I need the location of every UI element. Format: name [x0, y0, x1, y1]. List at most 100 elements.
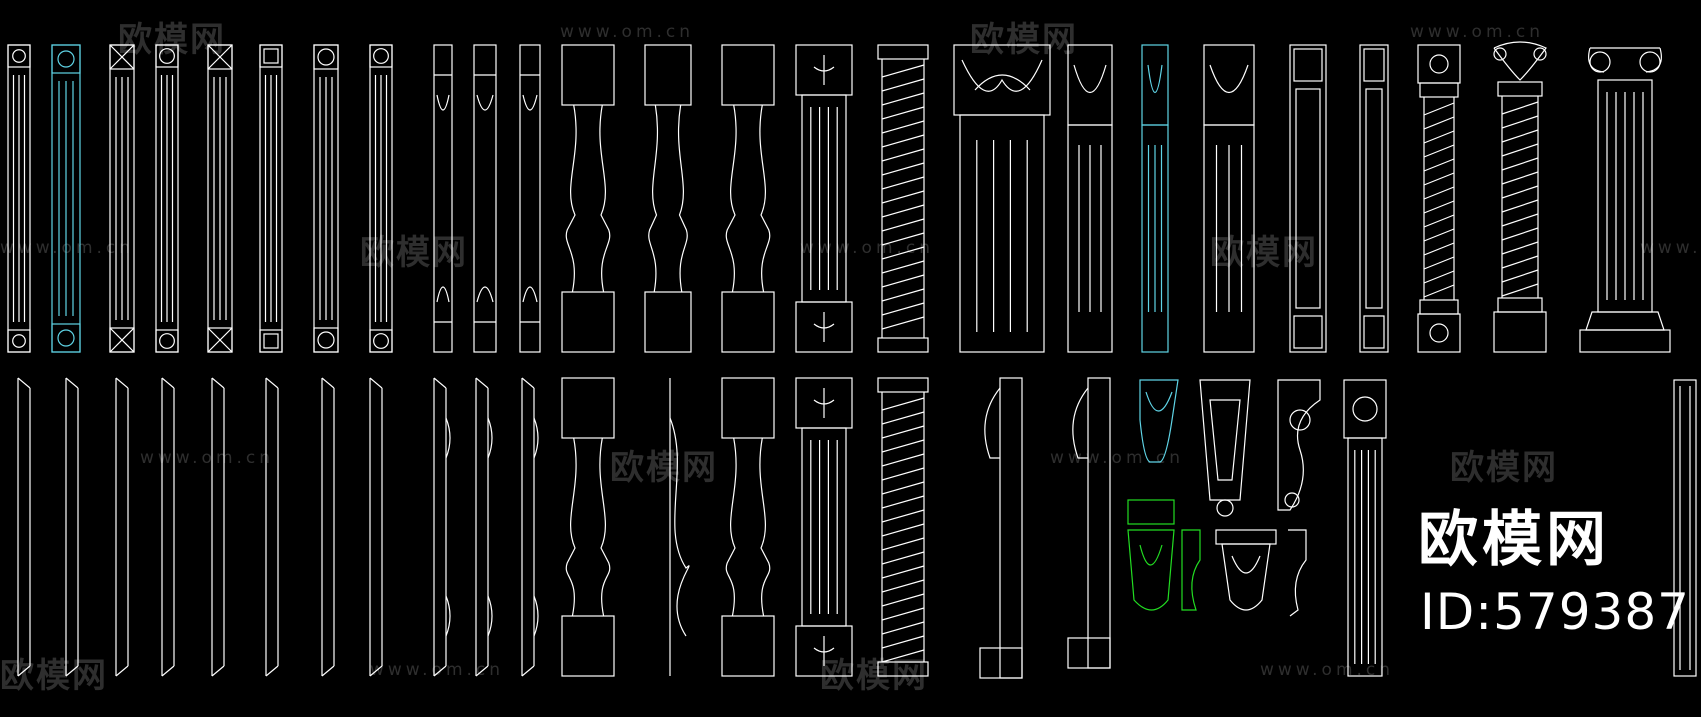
bracket-capital: [1203, 44, 1255, 126]
twist-line: [881, 621, 925, 635]
inner-panel: [1365, 88, 1383, 309]
corbel-small-scroll: [1288, 529, 1307, 617]
twist-line: [1501, 283, 1539, 297]
pilaster-side-profile: [161, 377, 175, 677]
twist-line: [881, 134, 925, 148]
baluster-profile: [565, 437, 611, 617]
capital-block: [1343, 379, 1387, 439]
thin-baluster: [433, 44, 453, 353]
twist-line: [1501, 255, 1539, 269]
twist-line: [1501, 115, 1539, 129]
rosette-circle: [159, 48, 175, 64]
corinthian-pilaster: [953, 44, 1051, 353]
corbel-outline: [1139, 379, 1179, 463]
twist-line: [881, 92, 925, 106]
twist-line: [881, 439, 925, 453]
bracket-pilaster: [1203, 44, 1255, 353]
pilaster-base-block: [109, 327, 135, 353]
pilaster-base-block: [7, 329, 31, 353]
profile-cap: [17, 377, 31, 677]
twist-line: [1501, 199, 1539, 213]
rosette-circle: [317, 331, 335, 349]
cross-line: [207, 44, 233, 70]
edge-pilaster: [1673, 379, 1697, 677]
plinth: [1579, 329, 1671, 353]
twist-line: [881, 635, 925, 649]
column-capital: [1497, 81, 1543, 97]
baluster-bottom-block: [721, 291, 775, 353]
profile-cap: [211, 377, 225, 677]
corbel-drop: [1216, 499, 1234, 517]
column-capital: [877, 377, 929, 393]
pilaster-side-profile: [321, 377, 335, 677]
pilaster-base-block: [51, 323, 81, 353]
column-base: [1419, 299, 1459, 315]
cross-line: [109, 44, 135, 70]
pilaster-profile-row: [17, 377, 1111, 679]
pilaster-base-block: [313, 327, 339, 353]
ornament-panel: [1293, 315, 1323, 349]
bottom-block: [1417, 313, 1461, 353]
pilaster: [369, 44, 393, 353]
thin-baluster: [473, 44, 497, 353]
pilaster-base-block: [155, 329, 179, 353]
acanthus-leaf: [961, 59, 1043, 92]
profile-shaft: [999, 377, 1023, 679]
column-capital: [877, 44, 929, 60]
twisted-column: [877, 44, 929, 353]
twist-line: [1423, 130, 1455, 144]
twist-line: [881, 260, 925, 274]
baluster-bottom-block: [561, 291, 615, 353]
rosette-ornament: [12, 334, 26, 348]
green-scroll: [1181, 529, 1201, 611]
twist-line: [881, 425, 925, 439]
bracket-scroll: [1072, 387, 1089, 459]
corbel-outline: [1221, 543, 1271, 611]
twisted-column: [877, 377, 929, 677]
fleur-ornament: [813, 312, 835, 342]
bracket-capital: [1141, 44, 1169, 126]
twist-line: [881, 411, 925, 425]
pilaster: [259, 44, 283, 353]
bevel-inner: [263, 48, 279, 64]
twist-line: [1501, 185, 1539, 199]
pilaster-elevation-row: [7, 41, 1671, 353]
scroll-volute: [1284, 492, 1300, 508]
rosette-ornament: [57, 329, 75, 347]
twist-line: [881, 579, 925, 593]
twist-line: [881, 316, 925, 330]
pilaster-side-profile: [369, 377, 383, 677]
fluted-column: [795, 44, 853, 353]
pilaster-shaft: [1141, 124, 1169, 353]
acanthus-leaf: [974, 74, 1031, 91]
pilaster-side-profile: [115, 377, 129, 677]
pilaster-capital-block: [207, 44, 233, 70]
bracket-scroll: [1073, 64, 1107, 94]
twist-line: [1423, 242, 1455, 256]
corbel-outline: [1288, 529, 1307, 617]
rosette-circle: [317, 48, 335, 66]
pilaster-capital-block: [313, 44, 339, 70]
twist-line: [881, 232, 925, 246]
baluster-top-block: [561, 44, 615, 106]
baluster-profile: [725, 104, 771, 293]
twist-line: [1423, 256, 1455, 270]
twist-shaft: [1497, 81, 1543, 313]
volute: [1533, 47, 1547, 61]
profile-curve: [669, 417, 690, 637]
profile-cap: [265, 377, 279, 677]
acanthus-leaf: [1231, 555, 1261, 574]
corbel-green-group: [1127, 499, 1201, 611]
model-id-label: ID:579387: [1420, 583, 1690, 641]
baluster-top-block: [644, 44, 692, 106]
bracket-pilaster-profile: [1067, 377, 1111, 669]
twist-line: [1501, 171, 1539, 185]
baluster-top-block: [721, 44, 775, 106]
profile-cap: [161, 377, 175, 677]
green-corbel: [1127, 529, 1175, 611]
volute: [1589, 51, 1611, 73]
turned-profile: [487, 417, 493, 637]
pilaster-shaft: [959, 114, 1045, 353]
twist-line: [881, 551, 925, 565]
